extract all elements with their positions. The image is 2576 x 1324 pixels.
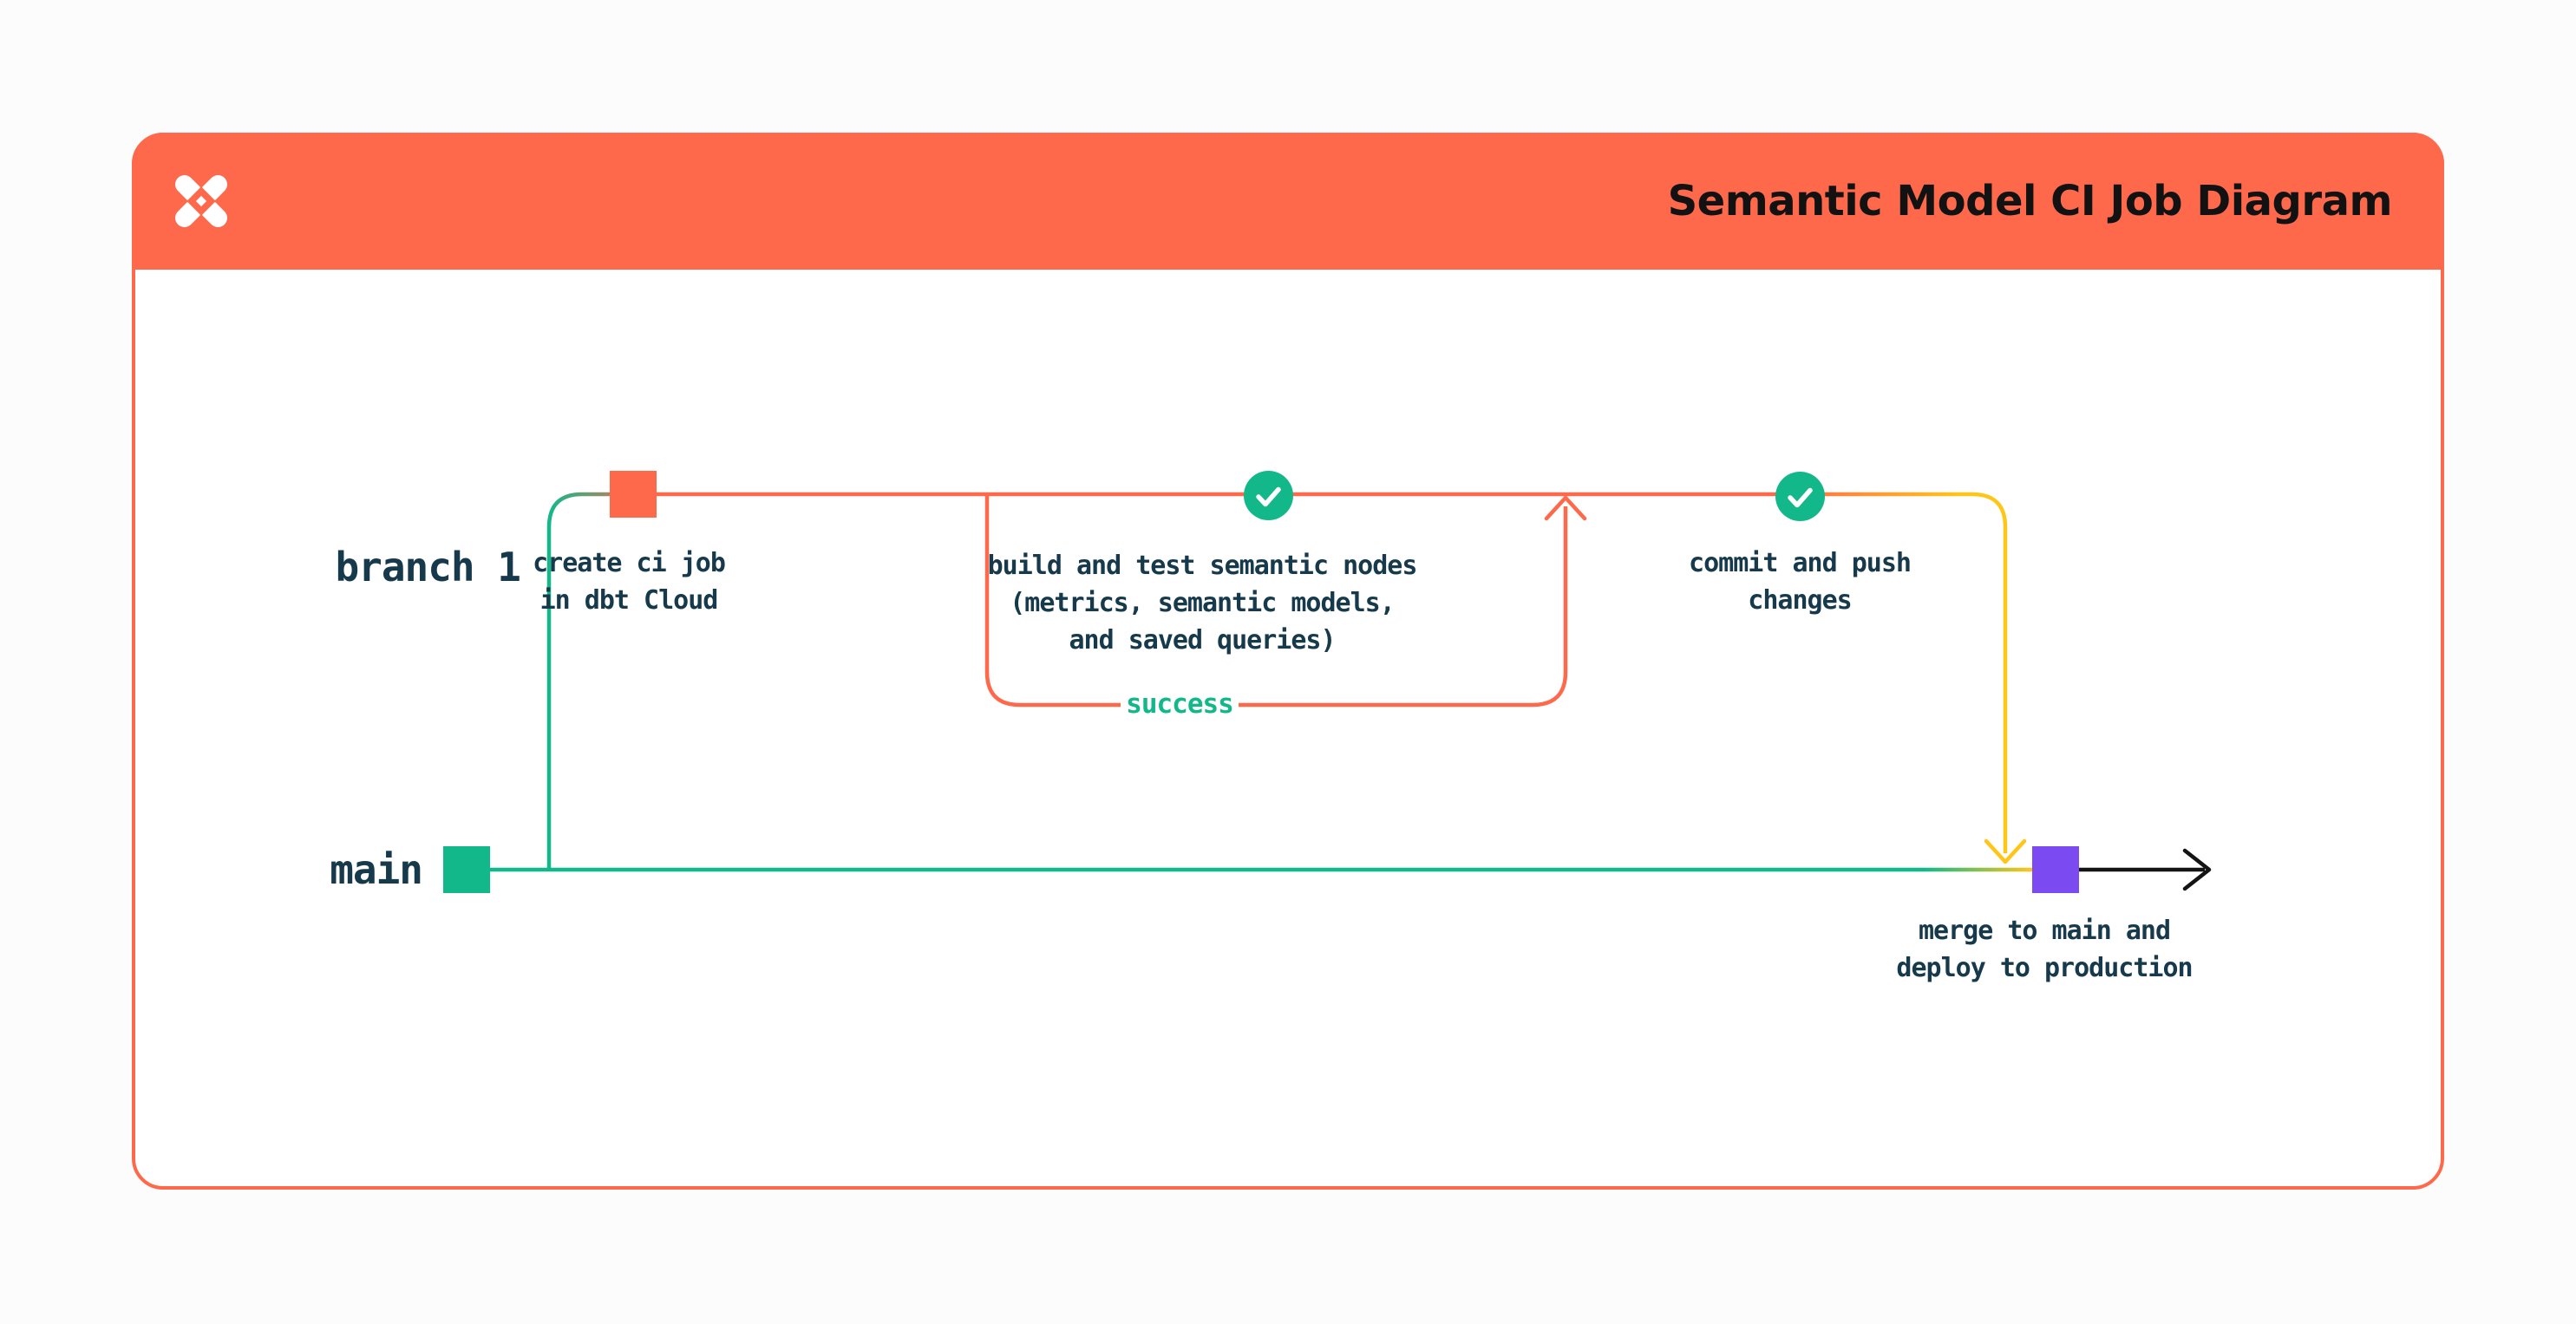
main-label: main (330, 846, 423, 893)
commit-push-label-line: changes (1748, 585, 1852, 616)
dbt-logo-icon (168, 168, 234, 234)
page-title: Semantic Model CI Job Diagram (1667, 177, 2393, 225)
commit-push-label-line: commit and push (1689, 548, 1912, 578)
check-circle-build-test-icon (1244, 471, 1293, 520)
build-test-label-line: (metrics, semantic models, (1010, 588, 1396, 618)
commit-push-label: commit and push changes (1689, 545, 1912, 619)
card-header: Semantic Model CI Job Diagram (132, 133, 2444, 270)
merge-deploy-label-line: merge to main and (1918, 916, 2171, 946)
branch-label: branch 1 (335, 544, 521, 590)
success-label: success (1122, 686, 1237, 723)
diagram-card: Semantic Model CI Job Diagram (132, 133, 2444, 1190)
commit-square-create-ci (610, 471, 657, 518)
build-test-label: build and test semantic nodes (metrics, … (987, 547, 1418, 659)
merge-deploy-label-line: deploy to production (1896, 953, 2193, 983)
check-circle-commit-icon (1775, 472, 1825, 521)
create-ci-label-line: in dbt Cloud (539, 585, 719, 616)
create-ci-label: create ci job in dbt Cloud (533, 545, 726, 619)
merge-deploy-label: merge to main and deploy to production (1896, 912, 2193, 987)
commit-square-merge (2032, 846, 2079, 893)
build-test-label-line: build and test semantic nodes (987, 551, 1418, 581)
build-test-label-line: and saved queries) (1069, 625, 1336, 655)
commit-square-main (443, 846, 490, 893)
create-ci-label-line: create ci job (533, 548, 726, 578)
